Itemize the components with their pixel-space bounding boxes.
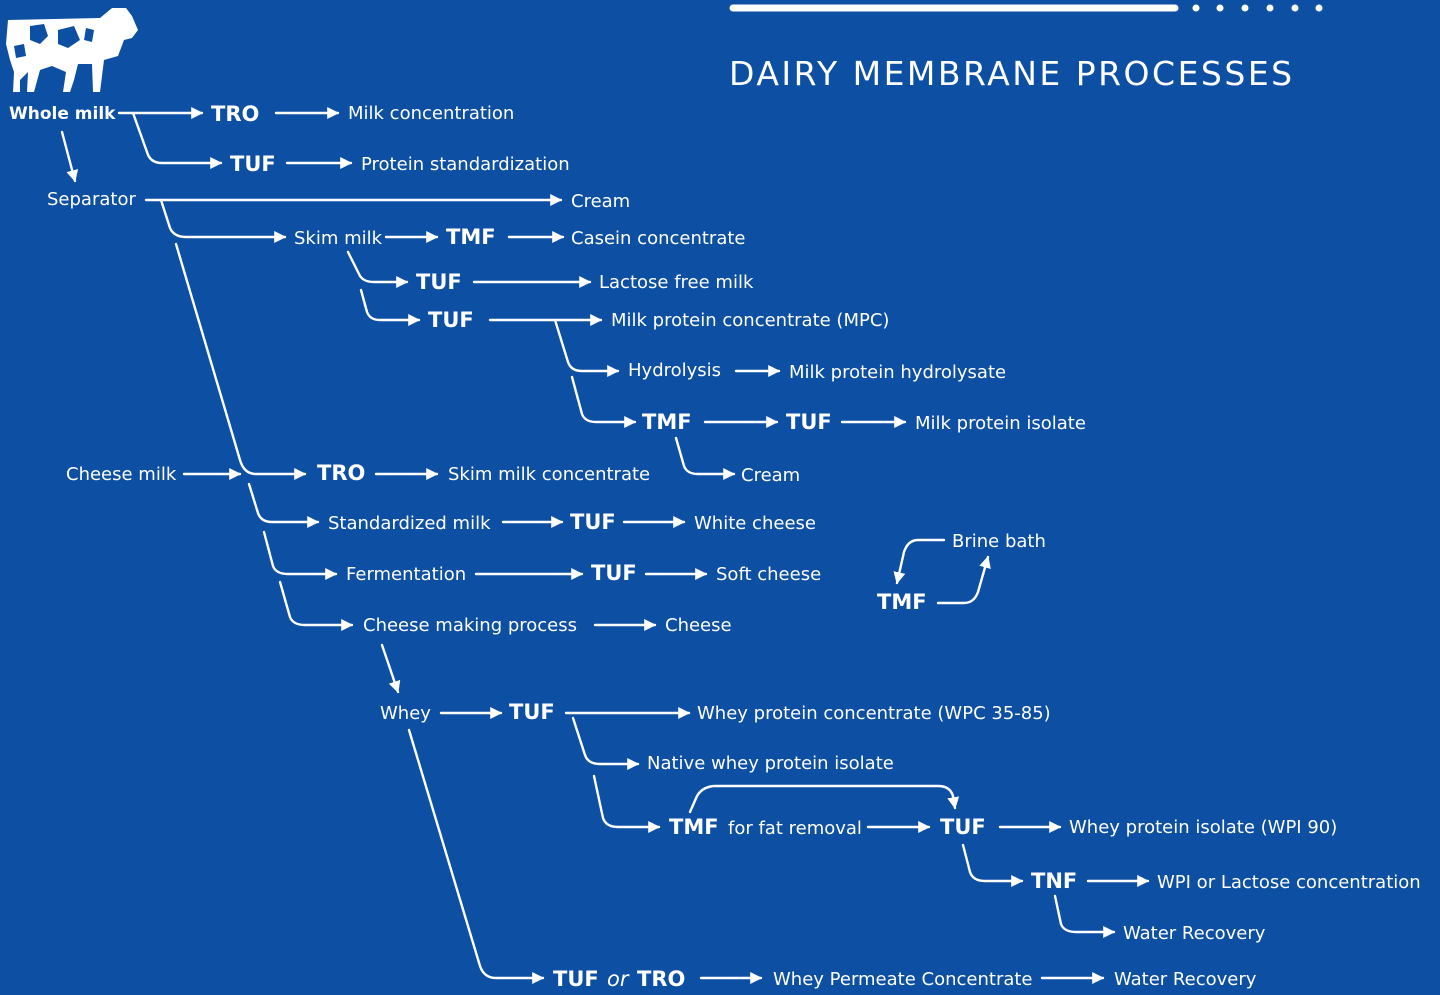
node-cheese-milk: Cheese milk [66,464,177,485]
node-water-recovery-2: Water Recovery [1114,969,1257,990]
header-decoration [729,4,1323,12]
node-tro-1: TRO [211,102,259,126]
node-tuf-2: TUF [416,270,462,294]
node-for-fat-removal: for fat removal [728,818,862,839]
page-title: DAIRY MEMBRANE PROCESSES [729,54,1295,93]
node-skim-milk-concentrate: Skim milk concentrate [448,464,650,485]
node-tmf-3: TMF [877,590,927,614]
node-tro-3: TRO [637,967,685,991]
node-fermentation: Fermentation [346,564,466,585]
node-casein-concentrate: Casein concentrate [571,228,746,249]
node-tro-2: TRO [317,461,365,485]
node-cheese: Cheese [665,615,732,636]
node-tuf-3: TUF [428,308,474,332]
node-tuf-9: TUF [553,967,599,991]
connectors [60,107,1150,984]
node-tuf-8: TUF [940,815,986,839]
node-lactose-free-milk: Lactose free milk [599,272,754,293]
node-wpc: Whey protein concentrate (WPC 35-85) [697,703,1051,724]
node-tuf-5: TUF [570,510,616,534]
node-tuf-7: TUF [509,700,555,724]
node-water-recovery-1: Water Recovery [1123,923,1266,944]
node-separator: Separator [47,189,136,210]
node-skim-milk: Skim milk [294,228,383,249]
node-white-cheese: White cheese [694,513,816,534]
node-tnf: TNF [1031,869,1077,893]
node-tuf-1: TUF [230,152,276,176]
node-tuf-4: TUF [786,410,832,434]
node-whole-milk: Whole milk [9,104,116,124]
node-milk-protein-isolate: Milk protein isolate [915,413,1086,434]
node-protein-standardization: Protein standardization [361,154,570,175]
node-standardized-milk: Standardized milk [328,513,491,534]
node-tuf-6: TUF [591,561,637,585]
node-cheese-making-process: Cheese making process [363,615,577,636]
node-or: or [607,967,630,991]
node-cream-2: Cream [741,465,800,486]
node-tmf-4: TMF [669,815,719,839]
node-soft-cheese: Soft cheese [716,564,821,585]
node-wpi: Whey protein isolate (WPI 90) [1069,817,1337,838]
node-tmf-1: TMF [446,225,496,249]
node-wpi-lactose: WPI or Lactose concentration [1157,872,1421,893]
node-milk-concentration: Milk concentration [348,103,514,124]
node-whey-permeate: Whey Permeate Concentrate [773,969,1033,990]
node-hydrolysis: Hydrolysis [628,360,721,381]
node-native-whey: Native whey protein isolate [647,753,894,774]
node-mpc: Milk protein concentrate (MPC) [611,310,889,331]
cow-icon [6,8,138,92]
node-cream-1: Cream [571,191,630,212]
node-whey: Whey [380,703,431,724]
node-brine-bath: Brine bath [952,531,1046,552]
node-tmf-2: TMF [642,410,692,434]
node-milk-protein-hydrolysate: Milk protein hydrolysate [789,362,1006,383]
